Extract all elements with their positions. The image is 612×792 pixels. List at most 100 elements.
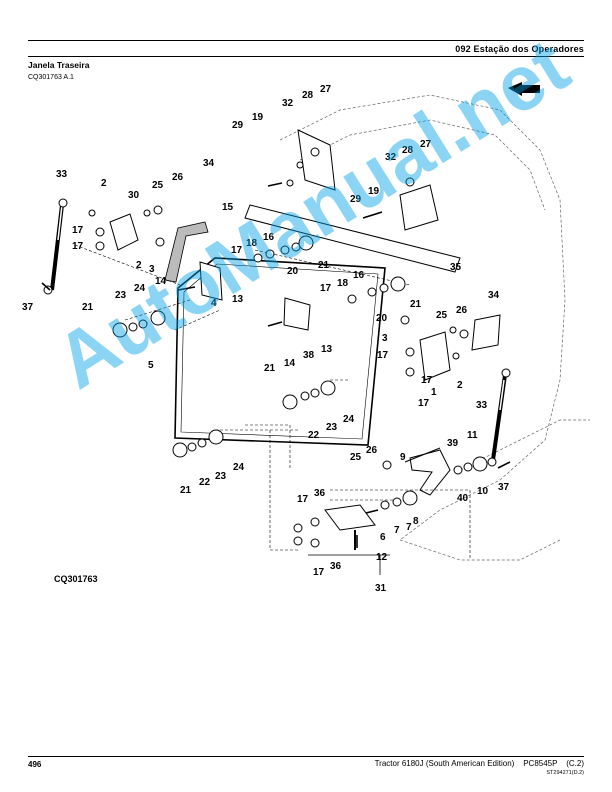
callout-label: 6 <box>380 532 386 543</box>
page-number: 496 <box>28 760 42 769</box>
callout-label: 37 <box>498 482 510 493</box>
callout-label: 34 <box>203 158 215 169</box>
callout-label: 2 <box>136 260 142 271</box>
callout-label: 17 <box>320 283 332 294</box>
callout-label: 17 <box>231 245 243 256</box>
bolts <box>41 182 511 548</box>
document-sub-code: ST294271(D.2) <box>546 770 584 776</box>
header-rule-lower <box>28 56 584 57</box>
callout-label: 17 <box>421 375 433 386</box>
callout-label: 26 <box>366 445 378 456</box>
callout-label: 36 <box>314 488 326 499</box>
callout-label: 27 <box>420 139 432 150</box>
callout-label: 24 <box>134 283 146 294</box>
weatherstrip <box>164 221 209 283</box>
leader-lines <box>74 244 471 560</box>
callout-label: 39 <box>447 438 459 449</box>
callout-label: 25 <box>152 180 164 191</box>
callout-label: 3 <box>382 333 388 344</box>
callout-label: 17 <box>72 241 84 252</box>
gas-strut-left <box>43 198 68 295</box>
callout-label: 15 <box>222 202 234 213</box>
cab-frame <box>279 94 590 561</box>
callout-label: 25 <box>436 310 448 321</box>
callout-label: 13 <box>321 344 333 355</box>
callout-label: 37 <box>22 302 34 313</box>
callout-label: 17 <box>418 398 430 409</box>
callout-label: 12 <box>376 552 388 563</box>
callout-label: 35 <box>450 262 462 273</box>
callout-label: 3 <box>149 264 155 275</box>
section-title: 092 Estação dos Operadores <box>455 44 584 54</box>
callout-label: 21 <box>264 363 276 374</box>
callout-label: 8 <box>413 516 419 527</box>
callout-label: 26 <box>456 305 468 316</box>
callout-labels: 29 19 32 28 27 32 28 27 29 19 33 2 30 25… <box>22 84 510 594</box>
callout-label: 17 <box>313 567 325 578</box>
handle <box>404 447 441 463</box>
callout-label: 24 <box>233 462 245 473</box>
callout-label: 17 <box>297 494 309 505</box>
callout-label: 1 <box>431 387 437 398</box>
callout-label: 23 <box>215 471 227 482</box>
callout-label: 17 <box>377 350 389 361</box>
callout-label: 23 <box>326 422 338 433</box>
callout-label: 27 <box>320 84 332 95</box>
figure-label: CQ301763 <box>54 574 98 584</box>
callout-label: 18 <box>246 238 258 249</box>
direction-arrow-icon <box>508 82 540 96</box>
footer-rule <box>28 756 584 757</box>
gas-strut-right <box>487 368 511 467</box>
callout-label: 29 <box>232 120 244 131</box>
callout-label: 30 <box>128 190 140 201</box>
header-rule <box>28 40 584 41</box>
seal-strip <box>244 204 461 273</box>
callout-label: 7 <box>406 522 412 533</box>
callout-label: 4 <box>211 298 217 309</box>
callout-label: 33 <box>56 169 68 180</box>
callout-label: 28 <box>402 145 414 156</box>
fasteners <box>88 147 488 548</box>
callout-label: 40 <box>457 493 469 504</box>
callout-label: 28 <box>302 90 314 101</box>
callout-label: 22 <box>308 430 320 441</box>
page-title: Janela Traseira <box>28 60 90 70</box>
callout-label: 21 <box>410 299 422 310</box>
document-info: Tractor 6180J (South American Edition) P… <box>374 759 584 768</box>
callout-label: 18 <box>337 278 349 289</box>
callout-label: 21 <box>82 302 94 313</box>
callout-label: 16 <box>263 232 275 243</box>
callout-label: 5 <box>148 360 154 371</box>
callout-label: 32 <box>385 152 397 163</box>
callout-label: 20 <box>376 313 388 324</box>
callout-label: 14 <box>155 276 167 287</box>
callout-label: 11 <box>467 430 478 441</box>
callout-label: 23 <box>115 290 127 301</box>
callout-label: 19 <box>368 186 380 197</box>
bracket-31-brace <box>308 554 390 575</box>
callout-label: 25 <box>350 452 362 463</box>
callout-label: 29 <box>350 194 362 205</box>
callout-label: 20 <box>287 266 299 277</box>
callout-label: 13 <box>232 294 244 305</box>
callout-label: 9 <box>400 452 406 463</box>
callout-label: 26 <box>172 172 184 183</box>
callout-label: 36 <box>330 561 342 572</box>
callout-label: 16 <box>353 270 365 281</box>
callout-label: 2 <box>457 380 463 391</box>
callout-label: 31 <box>375 583 387 594</box>
callout-label: 19 <box>252 112 264 123</box>
callout-label: 34 <box>488 290 500 301</box>
callout-label: 7 <box>394 525 400 536</box>
callout-label: 2 <box>101 178 107 189</box>
callout-label: 21 <box>318 260 330 271</box>
callout-label: 33 <box>476 400 488 411</box>
callout-label: 22 <box>199 477 211 488</box>
callout-label: 32 <box>282 98 294 109</box>
callout-label: 14 <box>284 358 296 369</box>
callout-label: 10 <box>477 486 489 497</box>
callout-label: 17 <box>72 225 84 236</box>
reference-code: CQ301763 A.1 <box>28 74 74 81</box>
callout-label: 38 <box>303 350 315 361</box>
